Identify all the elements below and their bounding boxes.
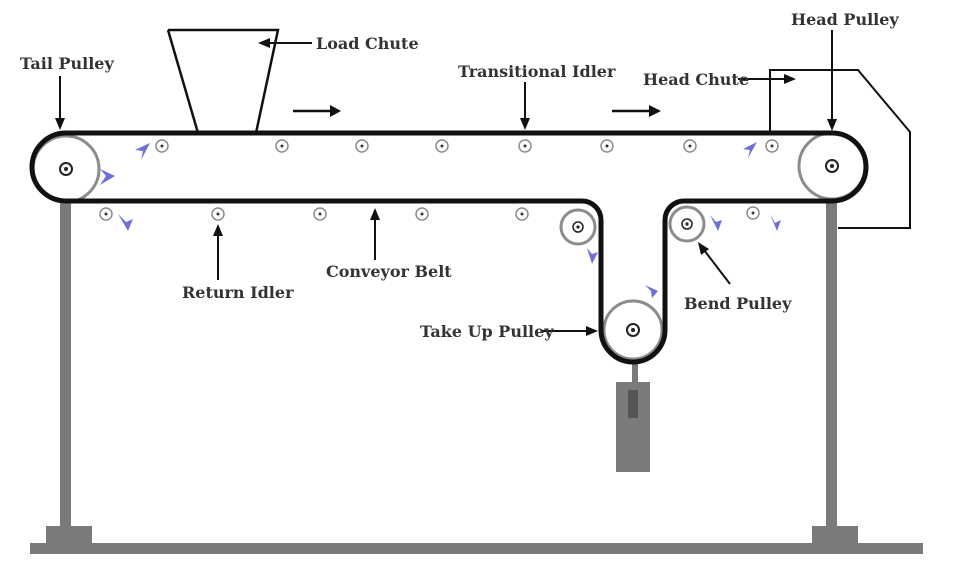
direction-marker: [587, 248, 598, 264]
conveyor-belt-path: [29, 130, 869, 365]
label-bend-pulley: Bend Pulley: [684, 294, 792, 313]
label-return-idler: Return Idler: [182, 283, 294, 302]
direction-marker: [135, 143, 150, 160]
belt-direction-arrow-left: [293, 105, 341, 117]
take-up-pulley: [602, 299, 664, 361]
direction-markers: [100, 142, 781, 298]
pointer-arrows: [55, 30, 837, 336]
carrying-idler-hubs: [160, 144, 774, 148]
return-idler-hubs: [104, 211, 755, 216]
snub-pulley-left: [559, 208, 597, 246]
belt-direction-arrow-right: [612, 105, 661, 117]
return-idlers: [99, 206, 760, 221]
label-tail-pulley: Tail Pulley: [20, 54, 114, 73]
label-head-chute: Head Chute: [643, 70, 749, 89]
direction-marker: [645, 285, 658, 298]
direction-marker: [118, 214, 133, 231]
tail-support-column: [60, 170, 71, 530]
tail-support-foot: [46, 526, 92, 544]
label-head-pulley: Head Pulley: [791, 10, 899, 29]
label-transitional-idler: Transitional Idler: [458, 62, 616, 81]
head-support-foot: [812, 526, 858, 544]
take-up-weight-slot: [628, 390, 638, 418]
direction-marker: [770, 214, 781, 231]
direction-marker: [743, 142, 757, 158]
direction-marker: [710, 215, 722, 231]
load-chute: [166, 28, 280, 134]
head-chute: [769, 69, 911, 229]
bend-pulley: [668, 205, 706, 243]
label-take-up-pulley: Take Up Pulley: [420, 322, 554, 341]
label-load-chute: Load Chute: [316, 34, 419, 53]
label-conveyor-belt: Conveyor Belt: [326, 262, 452, 281]
direction-marker: [100, 169, 115, 185]
carrying-idlers: [155, 139, 779, 153]
head-support-column: [826, 170, 837, 530]
ground-base: [30, 543, 923, 554]
